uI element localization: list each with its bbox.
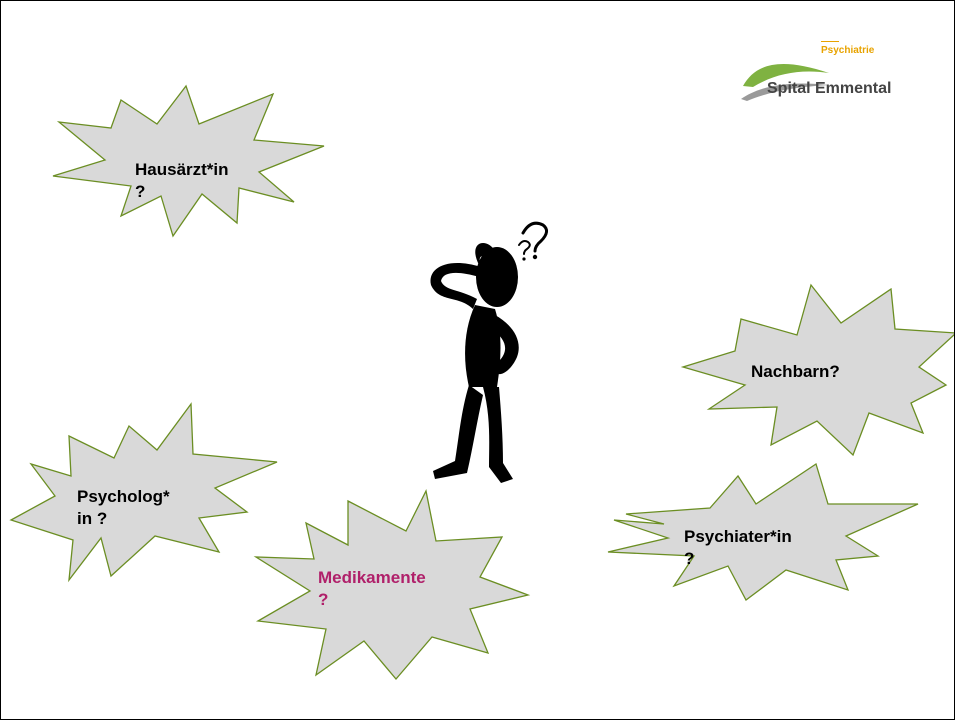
spital-emmental-logo: Psychiatrie Spital Emmental [741, 41, 911, 111]
burst-shape [680, 283, 954, 457]
burst-label: Psychiater*in ? [684, 527, 792, 568]
burst-shape [607, 462, 919, 601]
burst-shape [9, 402, 278, 583]
logo-name: Spital Emmental [767, 80, 892, 97]
burst-label: Medikamente ? [318, 568, 426, 609]
burst-label: Nachbarn? [751, 362, 840, 381]
thinking-person-icon [419, 211, 569, 506]
burst-label: Psycholog* in ? [77, 487, 170, 528]
burst-shape [253, 489, 531, 681]
logo-subtitle: Psychiatrie [821, 45, 875, 56]
burst-shape [52, 84, 325, 238]
thinking-person-figure [430, 221, 548, 483]
logo-rule [821, 41, 839, 42]
hills-icon [741, 64, 829, 101]
burst-label: Hausärzt*in ? [135, 160, 229, 201]
